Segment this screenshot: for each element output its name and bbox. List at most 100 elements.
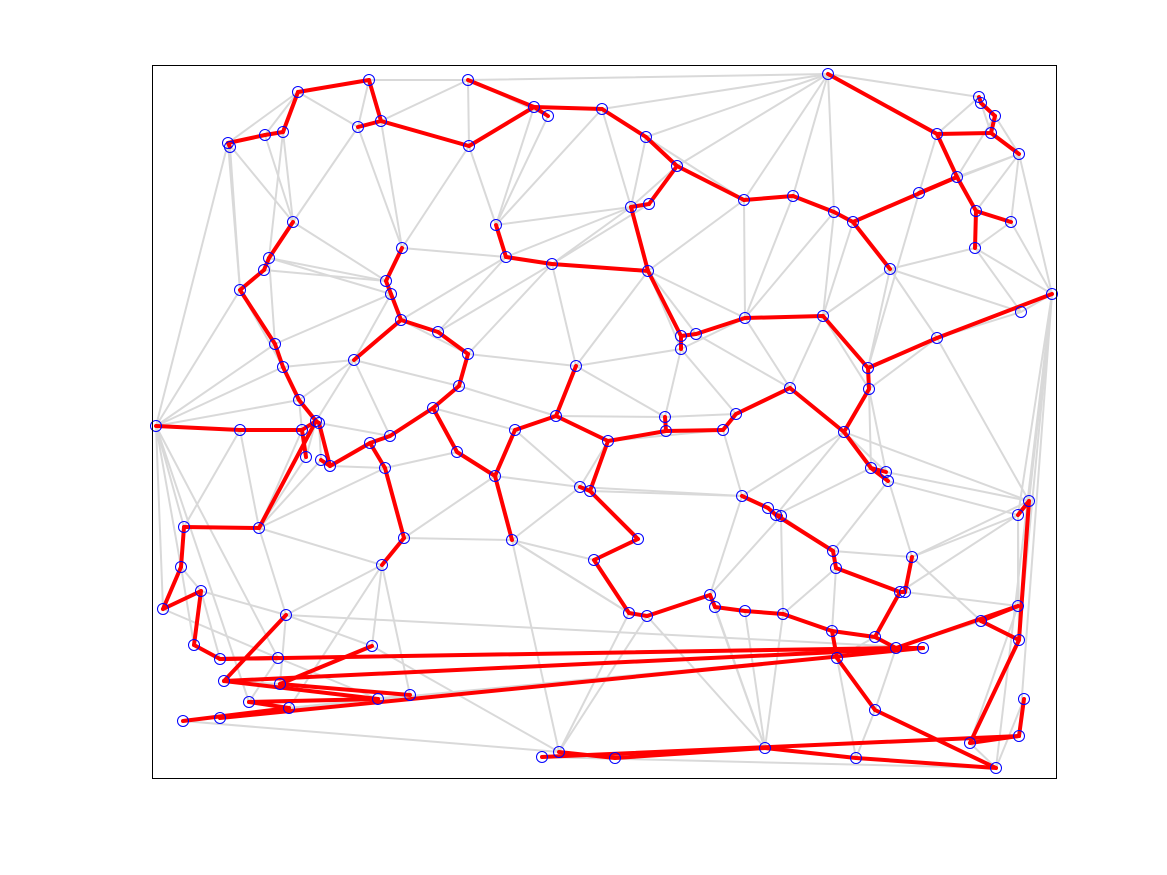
triangulation-edge (575, 270, 649, 367)
tree-edge (278, 682, 412, 697)
triangulation-edge (575, 348, 682, 367)
tree-edge (467, 105, 536, 148)
triangulation-edge (155, 425, 279, 659)
triangulation-edge (292, 126, 359, 223)
triangulation-edge (647, 199, 745, 272)
triangulation-edge (467, 263, 553, 355)
triangulation-edge (646, 615, 766, 749)
triangulation-edge (495, 206, 632, 226)
triangulation-edge (182, 720, 560, 753)
tree-edge (979, 604, 1020, 623)
tree-edge (781, 612, 834, 633)
triangulation-edge (911, 514, 1019, 558)
graph-node (214, 712, 226, 724)
tree-edge (774, 513, 835, 553)
graph-node (704, 589, 716, 601)
tree-edge (935, 292, 1054, 340)
triangulation-edge (601, 73, 829, 110)
triangulation-edge (318, 422, 391, 437)
graph-node (546, 258, 558, 270)
triangulation-edge (155, 343, 276, 427)
graph-node (375, 115, 387, 127)
graph-node (404, 689, 416, 701)
triangulation-edge (676, 73, 829, 167)
graph-node (274, 678, 286, 690)
tree-edge (557, 750, 617, 760)
graph-node (310, 415, 322, 427)
tree-edge (218, 646, 898, 661)
tree-edge (743, 314, 825, 320)
tree-edge (664, 428, 725, 433)
tree-edge (532, 105, 604, 111)
tree-edge (493, 428, 517, 478)
graph-node (917, 642, 929, 654)
triangulation-edge (227, 142, 294, 223)
graph-node (884, 263, 896, 275)
triangulation-edge (258, 527, 287, 616)
triangulation-edge (630, 136, 647, 208)
tree-edge (356, 119, 383, 129)
triangulation-edge (911, 556, 982, 622)
graph-node (542, 110, 554, 122)
triangulation-edge (868, 388, 887, 473)
triangulation-edge (995, 293, 1053, 769)
triangulation-edge (155, 425, 164, 610)
triangulation-edge (974, 247, 1053, 295)
tree-edge (352, 318, 403, 362)
triangulation-edge (239, 429, 260, 529)
graph-node (366, 640, 378, 652)
triangulation-edge (468, 145, 497, 226)
graph-node (489, 470, 501, 482)
tree-edge (389, 292, 403, 322)
graph-node (822, 68, 834, 80)
graph-node (584, 485, 596, 497)
graph-node (717, 424, 729, 436)
graph-node (709, 601, 721, 613)
axes-frame (152, 65, 1057, 779)
tree-edge (629, 202, 651, 209)
triangulation-edge (401, 145, 470, 249)
triangulation-edge (384, 451, 458, 469)
graph-node (951, 171, 963, 183)
triangulation-edge (258, 527, 383, 566)
tree-edge (388, 406, 435, 438)
graph-node (536, 751, 548, 763)
graph-node (574, 481, 586, 493)
triangulation-edge (744, 211, 835, 319)
tree-edge (222, 679, 380, 701)
tree-edge (399, 318, 440, 334)
graph-node (293, 394, 305, 406)
graph-node (973, 91, 985, 103)
tree-edge (238, 288, 277, 346)
tree-edge (851, 220, 892, 271)
graph-node (869, 631, 881, 643)
tree-edge (281, 90, 300, 134)
tree-edge (179, 525, 186, 569)
graph-node (990, 762, 1002, 774)
triangulation-edge (555, 415, 666, 418)
triangulation-edge (827, 73, 980, 98)
tree-edge (835, 656, 877, 712)
graph-node (277, 361, 289, 373)
triangulation-edge (575, 365, 666, 418)
triangulation-edge (789, 315, 824, 389)
triangulation-edge (936, 337, 1030, 502)
graph-node (570, 360, 582, 372)
triangulation-edge (400, 256, 507, 321)
graph-node (234, 284, 246, 296)
triangulation-edge (744, 317, 791, 389)
graph-node (500, 251, 512, 263)
tree-edge (431, 406, 459, 454)
tree-edge (830, 629, 877, 639)
graph-node (1012, 600, 1024, 612)
graph-node (989, 110, 1001, 122)
triangulation-edge (298, 359, 355, 401)
graph-node (609, 752, 621, 764)
tree-edge (842, 430, 873, 470)
tree-edge (328, 441, 372, 468)
tree-edge (466, 78, 536, 109)
graph-node (385, 288, 397, 300)
triangulation-edge (282, 131, 294, 223)
tree-edge (192, 589, 203, 647)
